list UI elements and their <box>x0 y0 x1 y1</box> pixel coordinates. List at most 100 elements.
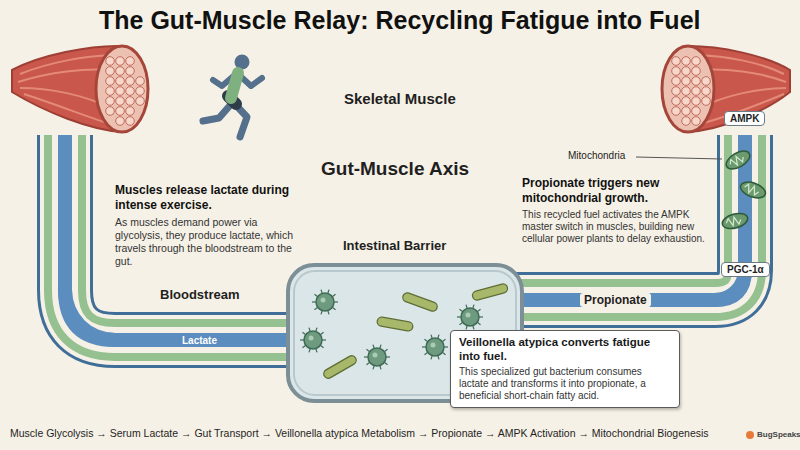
band-stripe <box>65 135 300 340</box>
muscle-panel: Propionate triggers new mitochondrial gr… <box>520 40 790 246</box>
callout-label: Mitochondria <box>568 150 625 161</box>
section-label: Skeletal Muscle <box>344 90 456 107</box>
band-stripe <box>510 135 745 300</box>
node-body: This specialized gut bacterium consumes … <box>459 366 671 402</box>
muscle-fascicles <box>682 57 691 66</box>
muscle-fascicles <box>106 87 115 96</box>
muscle-fascicles <box>106 67 115 76</box>
muscle-fascicles <box>682 97 691 106</box>
flow-connector <box>525 246 745 300</box>
mitochondria-icon <box>725 216 742 228</box>
bacterium <box>322 354 358 380</box>
band-stripe <box>510 135 745 300</box>
muscle-fascicles <box>672 107 681 116</box>
muscle-fascicles <box>106 57 711 126</box>
muscle-illustration <box>662 46 714 132</box>
bacterium <box>368 348 386 366</box>
gut-tube: Intestinal BarrierVeillonella atypica co… <box>285 236 525 404</box>
mitochondria-icon <box>743 183 760 196</box>
muscle-fascicles <box>106 107 115 116</box>
bacterium <box>300 328 326 353</box>
node-heading: PGC-1α <box>727 264 764 275</box>
band-stripe <box>65 135 300 340</box>
flow-caption: Muscle Glycolysis → Serum Lactate → Gut … <box>10 427 709 439</box>
logo-mark <box>746 431 754 439</box>
band-stripe <box>65 135 300 340</box>
mitochondria-icon <box>721 211 750 231</box>
muscle-fascicles <box>702 97 711 106</box>
muscle-fascicles <box>672 57 681 66</box>
mitochondria-icon <box>723 147 753 172</box>
muscle-fascicles <box>672 87 681 96</box>
diagram-title: The Gut-Muscle Relay: Recycling Fatigue … <box>99 6 700 35</box>
band-stripe <box>510 135 745 300</box>
bacterium <box>373 353 378 358</box>
bacterium <box>312 290 338 315</box>
bacterium <box>466 313 471 318</box>
band-stripe <box>65 135 300 340</box>
muscle-fascicles <box>682 87 691 96</box>
muscle-fascicles <box>106 77 115 86</box>
band-stripe <box>510 135 745 300</box>
bacterium <box>322 354 358 380</box>
protein-tag: AMPK <box>724 111 765 126</box>
node-body: As muscles demand power via glycolysis, … <box>115 216 295 269</box>
muscle-fascicles <box>116 107 125 116</box>
muscle-fascicles <box>106 57 115 66</box>
bacterium <box>457 305 483 330</box>
muscle-fascicles <box>692 87 701 96</box>
bacterium <box>431 343 436 348</box>
band-stripe <box>65 135 300 340</box>
pathway-label: Bloodstream <box>160 287 239 302</box>
muscle-fascicles <box>682 77 691 86</box>
runner-figure <box>231 73 238 98</box>
bacterium <box>376 316 413 331</box>
muscle-fascicles <box>692 97 701 106</box>
leader-line <box>636 157 722 159</box>
mitochondria-icon <box>738 179 767 201</box>
muscle-fascicles <box>116 87 125 96</box>
muscle-fascicles <box>692 57 701 66</box>
bacterium <box>402 292 439 313</box>
muscle-fascicles <box>672 67 681 76</box>
muscle-fascicles <box>672 97 681 106</box>
connector-label: Lactate <box>178 335 221 346</box>
bacterium <box>316 293 334 311</box>
muscle-panel: Muscles release lactate during intense e… <box>10 40 300 269</box>
muscle-fascicles <box>692 67 701 76</box>
muscle-fascicles <box>692 117 701 126</box>
muscle-fascicles <box>116 77 125 86</box>
bacterium <box>471 283 508 301</box>
muscle-fascicles <box>126 87 135 96</box>
muscle-fascicles <box>136 87 145 96</box>
bacterium <box>471 283 508 301</box>
flow-connector <box>65 269 285 341</box>
node-body: This recycled fuel activates the AMPK ma… <box>522 209 717 246</box>
muscle-fascicles <box>116 67 125 76</box>
muscle-fascicles <box>136 77 145 86</box>
muscle-fascicles <box>692 107 701 116</box>
mitochondria-icon <box>728 154 745 168</box>
runner-figure <box>203 55 262 138</box>
muscle-fascicles <box>126 77 135 86</box>
muscle-fascicles <box>116 97 125 106</box>
bacterium <box>364 345 390 370</box>
bacterium <box>309 336 314 341</box>
node-heading: Muscles release lactate during intense e… <box>115 183 295 213</box>
muscle-fascicles <box>702 87 711 96</box>
muscle-fascicles <box>692 77 701 86</box>
bacterium <box>402 292 439 313</box>
axis-label: Gut-Muscle Axis <box>321 158 469 180</box>
bacterium <box>376 316 413 331</box>
muscle-fascicles <box>136 97 145 106</box>
muscle-fascicles <box>126 97 135 106</box>
muscle-fascicles <box>702 77 711 86</box>
muscle-fascicles <box>116 57 125 66</box>
bacterium <box>461 308 479 326</box>
callout-box: Veillonella atypica converts fatigue int… <box>450 330 680 408</box>
muscle-fascicles <box>682 117 691 126</box>
muscle-fascicles <box>106 97 115 106</box>
mitochondria-icon <box>738 179 767 201</box>
